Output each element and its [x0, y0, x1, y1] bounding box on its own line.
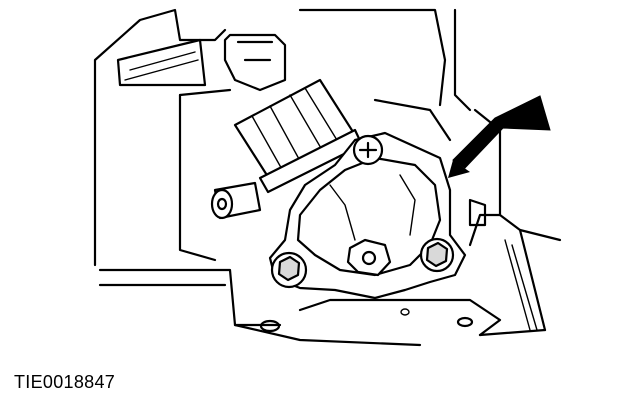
figure-code: TIE0018847	[14, 372, 116, 392]
arrow-icon	[448, 95, 551, 178]
mounting-bolt-left	[270, 251, 308, 289]
transmission-casing	[93, 8, 562, 347]
upper-connector	[223, 33, 287, 92]
left-shaft	[210, 181, 262, 220]
electrical-connector	[233, 78, 364, 194]
mounting-bolt-top	[352, 134, 384, 166]
mounting-bolt-right	[419, 237, 455, 273]
center-shaft-nut	[346, 238, 392, 277]
